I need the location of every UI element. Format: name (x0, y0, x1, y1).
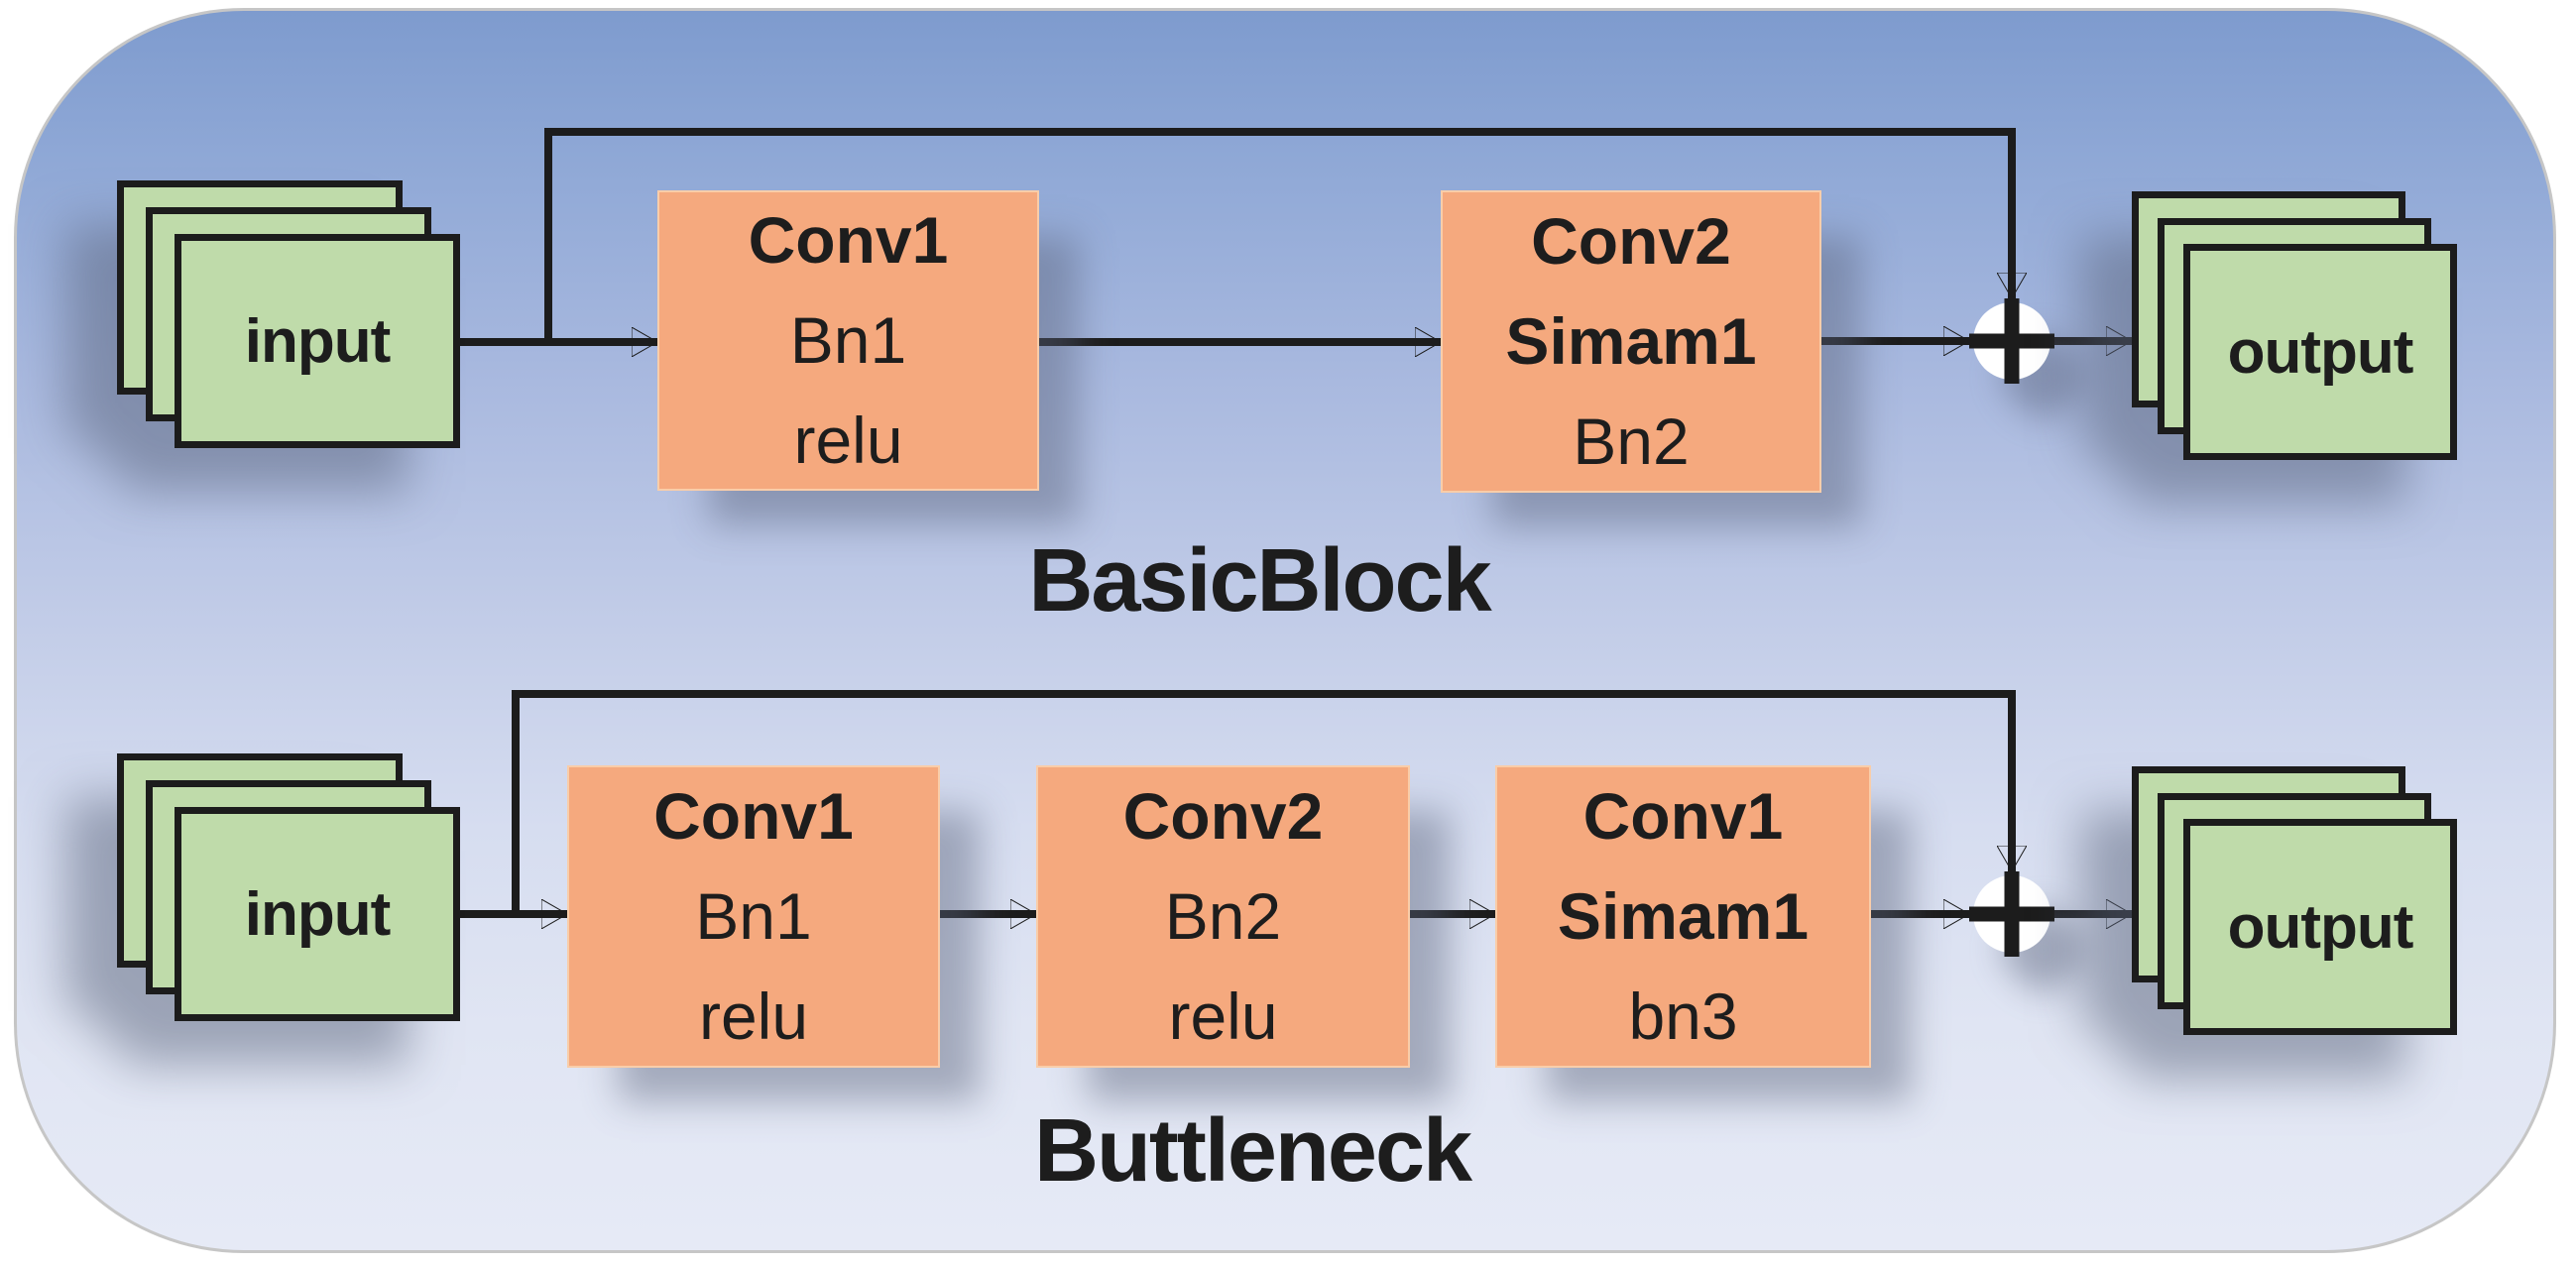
feature-map-card: output (2183, 244, 2457, 460)
feature-map-card: output (2183, 819, 2457, 1035)
op-label: Simam1 (1505, 304, 1757, 378)
bottleneck-conv3-box: Conv1 Simam1 bn3 (1495, 765, 1871, 1068)
basicblock-conv2-box: Conv2 Simam1 Bn2 (1441, 190, 1821, 493)
bottleneck-title: Buttleneck (1033, 1101, 1472, 1201)
op-label: Bn2 (1164, 879, 1282, 953)
op-label: Bn1 (695, 879, 812, 953)
feature-map-card: input (175, 807, 460, 1021)
op-label: relu (1168, 979, 1278, 1053)
basicblock-output-stack: output (2132, 191, 2457, 460)
op-label: Conv1 (653, 779, 854, 853)
bottleneck-conv1-box: Conv1 Bn1 relu (567, 765, 940, 1068)
bottleneck-input-stack: input (117, 753, 460, 1021)
plus-circle-icon (1969, 298, 2054, 384)
op-label: Simam1 (1557, 879, 1810, 953)
input-label: input (244, 306, 391, 376)
op-label: relu (698, 979, 809, 1053)
bottleneck-output-stack: output (2132, 766, 2457, 1035)
op-label: bn3 (1628, 979, 1738, 1053)
feature-map-card: input (175, 234, 460, 448)
op-label: Conv1 (1582, 779, 1784, 853)
basicblock-title: BasicBlock (1028, 531, 1491, 631)
op-label: Bn2 (1573, 404, 1690, 478)
basicblock-conv1-box: Conv1 Bn1 relu (657, 190, 1039, 491)
op-label: Conv2 (1531, 204, 1731, 278)
input-label: input (244, 879, 391, 949)
bottleneck-conv2-box: Conv2 Bn2 relu (1036, 765, 1410, 1068)
plus-circle-icon (1969, 871, 2054, 957)
basicblock-input-stack: input (117, 180, 460, 448)
op-label: Conv1 (748, 203, 949, 277)
op-label: Bn1 (789, 303, 907, 377)
op-label: Conv2 (1122, 779, 1324, 853)
output-label: output (2227, 317, 2414, 387)
op-label: relu (793, 403, 903, 477)
output-label: output (2227, 892, 2414, 962)
